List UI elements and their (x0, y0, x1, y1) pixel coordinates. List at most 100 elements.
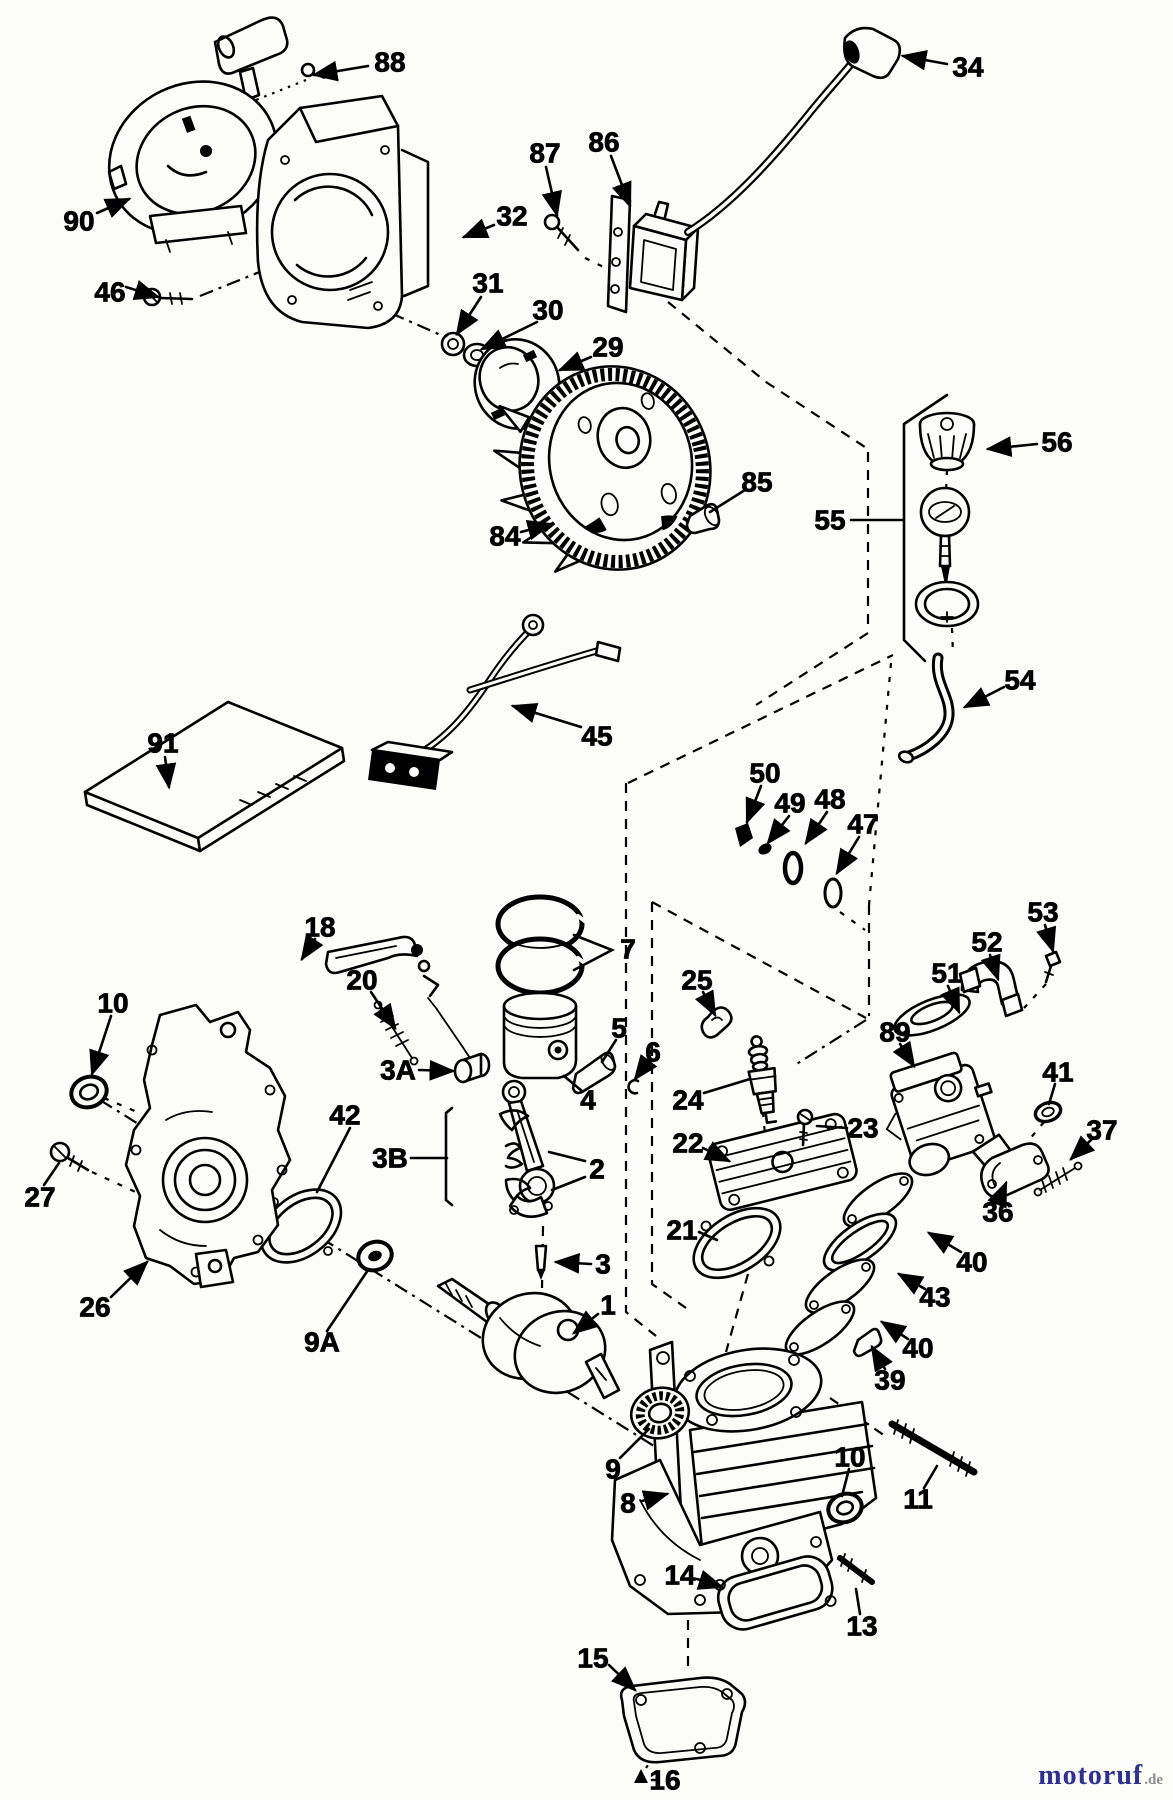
spark-plug-boot-drawing (843, 26, 902, 80)
part-label-3a: 3A (380, 1055, 416, 1086)
part-label-41: 41 (1042, 1057, 1073, 1088)
part-label-51: 51 (931, 958, 962, 989)
part-label-36: 36 (982, 1197, 1013, 1228)
rod-bearing-drawing-3a (453, 1052, 491, 1084)
recoil-starter-drawing (107, 16, 289, 253)
ignition-wire-drawing (684, 54, 860, 236)
fuel-cap-drawing (918, 411, 976, 472)
governor-spring-drawing-37 (1033, 1161, 1083, 1197)
carburetor-drawing (885, 1051, 1012, 1177)
clamp-drawing-52 (958, 960, 1024, 1018)
part-label-46: 46 (94, 277, 125, 308)
part-label-7: 7 (620, 934, 636, 965)
part-label-32: 32 (496, 201, 527, 232)
screw-marker-16 (634, 1769, 660, 1783)
part-label-10-right: 10 (834, 1442, 865, 1473)
part-label-91: 91 (147, 728, 178, 759)
part-label-39: 39 (874, 1365, 905, 1396)
part-label-25: 25 (681, 965, 712, 996)
part-label-49: 49 (774, 788, 805, 819)
seal-drawing-10-right (826, 1491, 864, 1525)
dowel-drawing-3 (534, 1244, 548, 1280)
part-label-1: 1 (600, 1290, 616, 1321)
part-label-2: 2 (589, 1154, 605, 1185)
connecting-rod-drawing (501, 1079, 556, 1218)
part-label-3b: 3B (372, 1143, 408, 1174)
part-label-29: 29 (592, 332, 623, 363)
part-label-89: 89 (879, 1017, 910, 1048)
watermark-tld: .de (1144, 1772, 1163, 1788)
governor-lever-drawing (324, 935, 471, 1059)
part-label-22: 22 (672, 1128, 703, 1159)
crankcase-cover-drawing (124, 1003, 292, 1289)
part-label-11: 11 (903, 1484, 933, 1515)
piston-drawing (502, 991, 578, 1080)
watermark: motoruf.de (1038, 1760, 1163, 1792)
part-label-26: 26 (79, 1292, 110, 1323)
bearing-set-drawing-3b (444, 1106, 532, 1207)
dowel-pin-drawing-39 (852, 1327, 883, 1358)
part-label-42: 42 (329, 1100, 360, 1131)
part-label-50: 50 (749, 758, 780, 789)
part-label-52: 52 (971, 927, 1002, 958)
part-label-40a: 40 (956, 1247, 987, 1278)
piston-rings-drawing (495, 894, 588, 996)
stud-drawing-11 (888, 1419, 978, 1477)
part-label-23: 23 (847, 1113, 878, 1144)
watermark-brand: motoruf (1038, 1760, 1144, 1791)
cylinder-head-drawing-22 (707, 1112, 858, 1212)
part-label-16: 16 (649, 1765, 680, 1796)
plug-terminal-drawing-25 (700, 1006, 733, 1039)
part-label-55: 55 (814, 505, 845, 536)
part-label-27: 27 (24, 1182, 55, 1213)
part-label-14: 14 (664, 1560, 696, 1591)
part-label-21: 21 (666, 1215, 697, 1246)
part-label-43: 43 (919, 1282, 950, 1313)
part-label-5: 5 (611, 1013, 627, 1044)
fuel-cap-bracket (902, 393, 949, 663)
seal-drawing-9a (356, 1239, 394, 1273)
part-label-31: 31 (472, 268, 503, 299)
gasket-drawing-42 (259, 1188, 343, 1264)
crankshaft-drawing (436, 1277, 621, 1400)
part-label-90: 90 (63, 206, 94, 237)
part-label-47: 47 (847, 809, 878, 840)
head-bolt-drawing-23 (796, 1108, 814, 1147)
part-label-53: 53 (1027, 897, 1058, 928)
flywheel-nut-drawing (440, 331, 466, 357)
head-gasket-drawing-21 (692, 1206, 782, 1280)
part-label-9a: 9A (304, 1327, 340, 1358)
part-label-3: 3 (595, 1249, 611, 1280)
spark-plug-drawing-24 (747, 1035, 778, 1125)
stud-drawing-13 (837, 1553, 875, 1585)
part-label-13: 13 (846, 1611, 877, 1642)
part-label-40b: 40 (902, 1333, 933, 1364)
part-label-54: 54 (1004, 665, 1036, 696)
leader-lines (42, 49, 1096, 1692)
screw-87-drawing (543, 213, 580, 252)
ignition-coil-drawing (606, 194, 700, 314)
seal-drawing-10-left (69, 1074, 109, 1110)
part-label-86: 86 (588, 127, 619, 158)
manual-drawing (83, 700, 346, 853)
fuel-line-drawing (897, 652, 955, 764)
part-label-20: 20 (346, 965, 377, 996)
part-label-4: 4 (580, 1085, 596, 1116)
part-label-10-left: 10 (97, 988, 128, 1019)
part-label-84: 84 (489, 521, 521, 552)
part-label-34: 34 (952, 52, 984, 83)
pin-clip-drawing (627, 1079, 640, 1095)
part-label-24: 24 (672, 1085, 704, 1116)
screw-88-drawing (300, 62, 325, 79)
part-label-88: 88 (374, 47, 405, 78)
base-cover-drawing-15 (619, 1676, 747, 1764)
screw-drawing-53 (1044, 950, 1062, 984)
part-label-30: 30 (532, 295, 563, 326)
part-label-56: 56 (1041, 427, 1072, 458)
part-label-9: 9 (605, 1454, 621, 1485)
part-label-85: 85 (741, 467, 772, 498)
part-label-6: 6 (645, 1037, 661, 1068)
